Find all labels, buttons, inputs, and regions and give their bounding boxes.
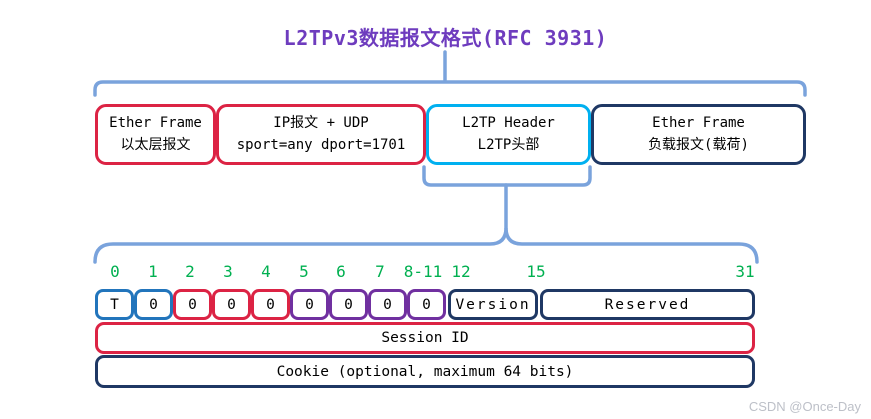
frame-box-line2: 负载报文(载荷) <box>648 136 749 153</box>
field-label: 0 <box>149 296 158 313</box>
bit-label-6: 6 <box>336 262 346 281</box>
field-label: Cookie (optional, maximum 64 bits) <box>276 363 574 380</box>
field-bit-4: 0 <box>251 289 290 320</box>
field-label: Version <box>455 296 531 313</box>
field-bit-3: 0 <box>212 289 251 320</box>
field-reserved: Reserved <box>540 289 755 320</box>
bit-label-3: 3 <box>223 262 233 281</box>
frame-box-line2: L2TP头部 <box>477 136 540 153</box>
watermark: CSDN @Once-Day <box>748 399 861 414</box>
field-label: 0 <box>344 296 353 313</box>
diagram-title: L2TPv3数据报文格式(RFC 3931) <box>283 26 608 50</box>
frame-box-line1: IP报文 + UDP <box>273 114 369 131</box>
bit-label-8-11: 8-11 <box>403 262 443 281</box>
field-label: 0 <box>383 296 392 313</box>
frame-row-bracket <box>93 80 807 97</box>
field-bit-5: 0 <box>290 289 329 320</box>
bit-label-12: 12 <box>451 262 471 281</box>
field-label: 0 <box>188 296 197 313</box>
bit-label-2: 2 <box>185 262 195 281</box>
field-cookie: Cookie (optional, maximum 64 bits) <box>95 355 755 388</box>
frame-box-line1: Ether Frame <box>109 114 202 131</box>
frame-box-ether-payload: Ether Frame 负载报文(载荷) <box>591 104 806 165</box>
bit-table-brace <box>93 227 759 264</box>
frame-box-ether-outer: Ether Frame 以太层报文 <box>95 104 216 165</box>
field-label: T <box>110 296 119 313</box>
frame-box-l2tp-header: L2TP Header L2TP头部 <box>426 104 591 165</box>
bit-label-15: 15 <box>526 262 546 281</box>
field-label: 0 <box>227 296 236 313</box>
field-t-bit: T <box>95 289 134 320</box>
frame-box-line1: Ether Frame <box>652 114 745 131</box>
frame-box-line2: sport=any dport=1701 <box>236 136 406 153</box>
field-session-id: Session ID <box>95 322 755 354</box>
field-label: 0 <box>266 296 275 313</box>
field-bit-7: 0 <box>368 289 407 320</box>
field-label: 0 <box>422 296 431 313</box>
frame-box-line2: 以太层报文 <box>120 136 191 153</box>
field-label: 0 <box>305 296 314 313</box>
frame-box-line1: L2TP Header <box>462 114 555 131</box>
bit-label-4: 4 <box>261 262 271 281</box>
field-label: Session ID <box>381 330 469 346</box>
bit-label-1: 1 <box>148 262 158 281</box>
field-bit-6: 0 <box>329 289 368 320</box>
bit-label-31: 31 <box>735 262 755 281</box>
field-version: Version <box>448 289 538 320</box>
bit-label-5: 5 <box>299 262 309 281</box>
field-bits-8-11: 0 <box>407 289 446 320</box>
l2tp-header-bracket <box>422 165 592 187</box>
bit-label-7: 7 <box>375 262 385 281</box>
field-bit-2: 0 <box>173 289 212 320</box>
field-label: Reserved <box>604 296 691 313</box>
frame-box-ip-udp: IP报文 + UDP sport=any dport=1701 <box>216 104 426 165</box>
field-bit-1: 0 <box>134 289 173 320</box>
bit-label-0: 0 <box>110 262 120 281</box>
